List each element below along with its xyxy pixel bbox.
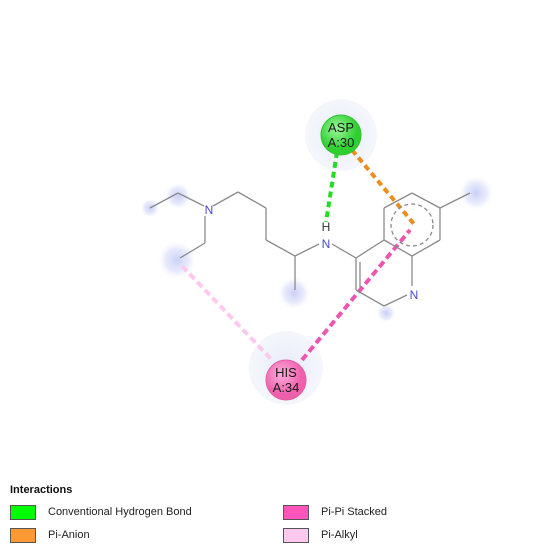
legend-swatch-hydrogen-bond bbox=[10, 505, 36, 520]
amine-nitrogen-label: N bbox=[205, 203, 214, 217]
hydrogen-bond-interaction-line bbox=[324, 151, 339, 223]
legend-swatch-pi-pi-stacked bbox=[283, 505, 309, 520]
legend-label-hydrogen-bond: Conventional Hydrogen Bond bbox=[48, 506, 192, 518]
legend-title: Interactions bbox=[10, 484, 73, 496]
residue-his-node: HIS A:34 bbox=[265, 359, 307, 401]
legend-swatch-pi-anion bbox=[10, 528, 36, 543]
aromatic-ring-marker bbox=[390, 203, 434, 247]
pi-pi-stacked-interaction-line bbox=[300, 228, 412, 362]
atom-halo bbox=[164, 182, 192, 210]
nh-nitrogen-label: N bbox=[322, 237, 331, 251]
interaction-legend: Interactions Conventional Hydrogen Bond … bbox=[10, 484, 550, 550]
legend-label-pi-pi-stacked: Pi-Pi Stacked bbox=[321, 506, 388, 518]
legend-swatch-pi-alkyl bbox=[283, 528, 309, 543]
pi-alkyl-interaction-line bbox=[180, 264, 274, 362]
atom-halo bbox=[277, 276, 311, 310]
residue-his-chain: A:34 bbox=[273, 380, 300, 395]
legend-label-pi-anion: Pi-Anion bbox=[48, 529, 90, 541]
legend-label-pi-alkyl: Pi-Alkyl bbox=[321, 529, 358, 541]
residue-his-name: HIS bbox=[275, 365, 297, 380]
hydrogen-label: H bbox=[322, 220, 331, 234]
atom-halo bbox=[458, 175, 494, 211]
interaction-diagram: N H N N ASP A:30 HIS A:34 bbox=[140, 99, 494, 405]
atom-halo bbox=[376, 303, 396, 323]
pi-anion-interaction-line bbox=[350, 148, 416, 226]
residue-asp-name: ASP bbox=[328, 120, 354, 135]
molecule-bonds bbox=[149, 191, 471, 307]
ring-nitrogen-label: N bbox=[410, 288, 419, 302]
residue-asp-node: ASP A:30 bbox=[320, 114, 362, 156]
residue-asp-chain: A:30 bbox=[328, 135, 355, 150]
